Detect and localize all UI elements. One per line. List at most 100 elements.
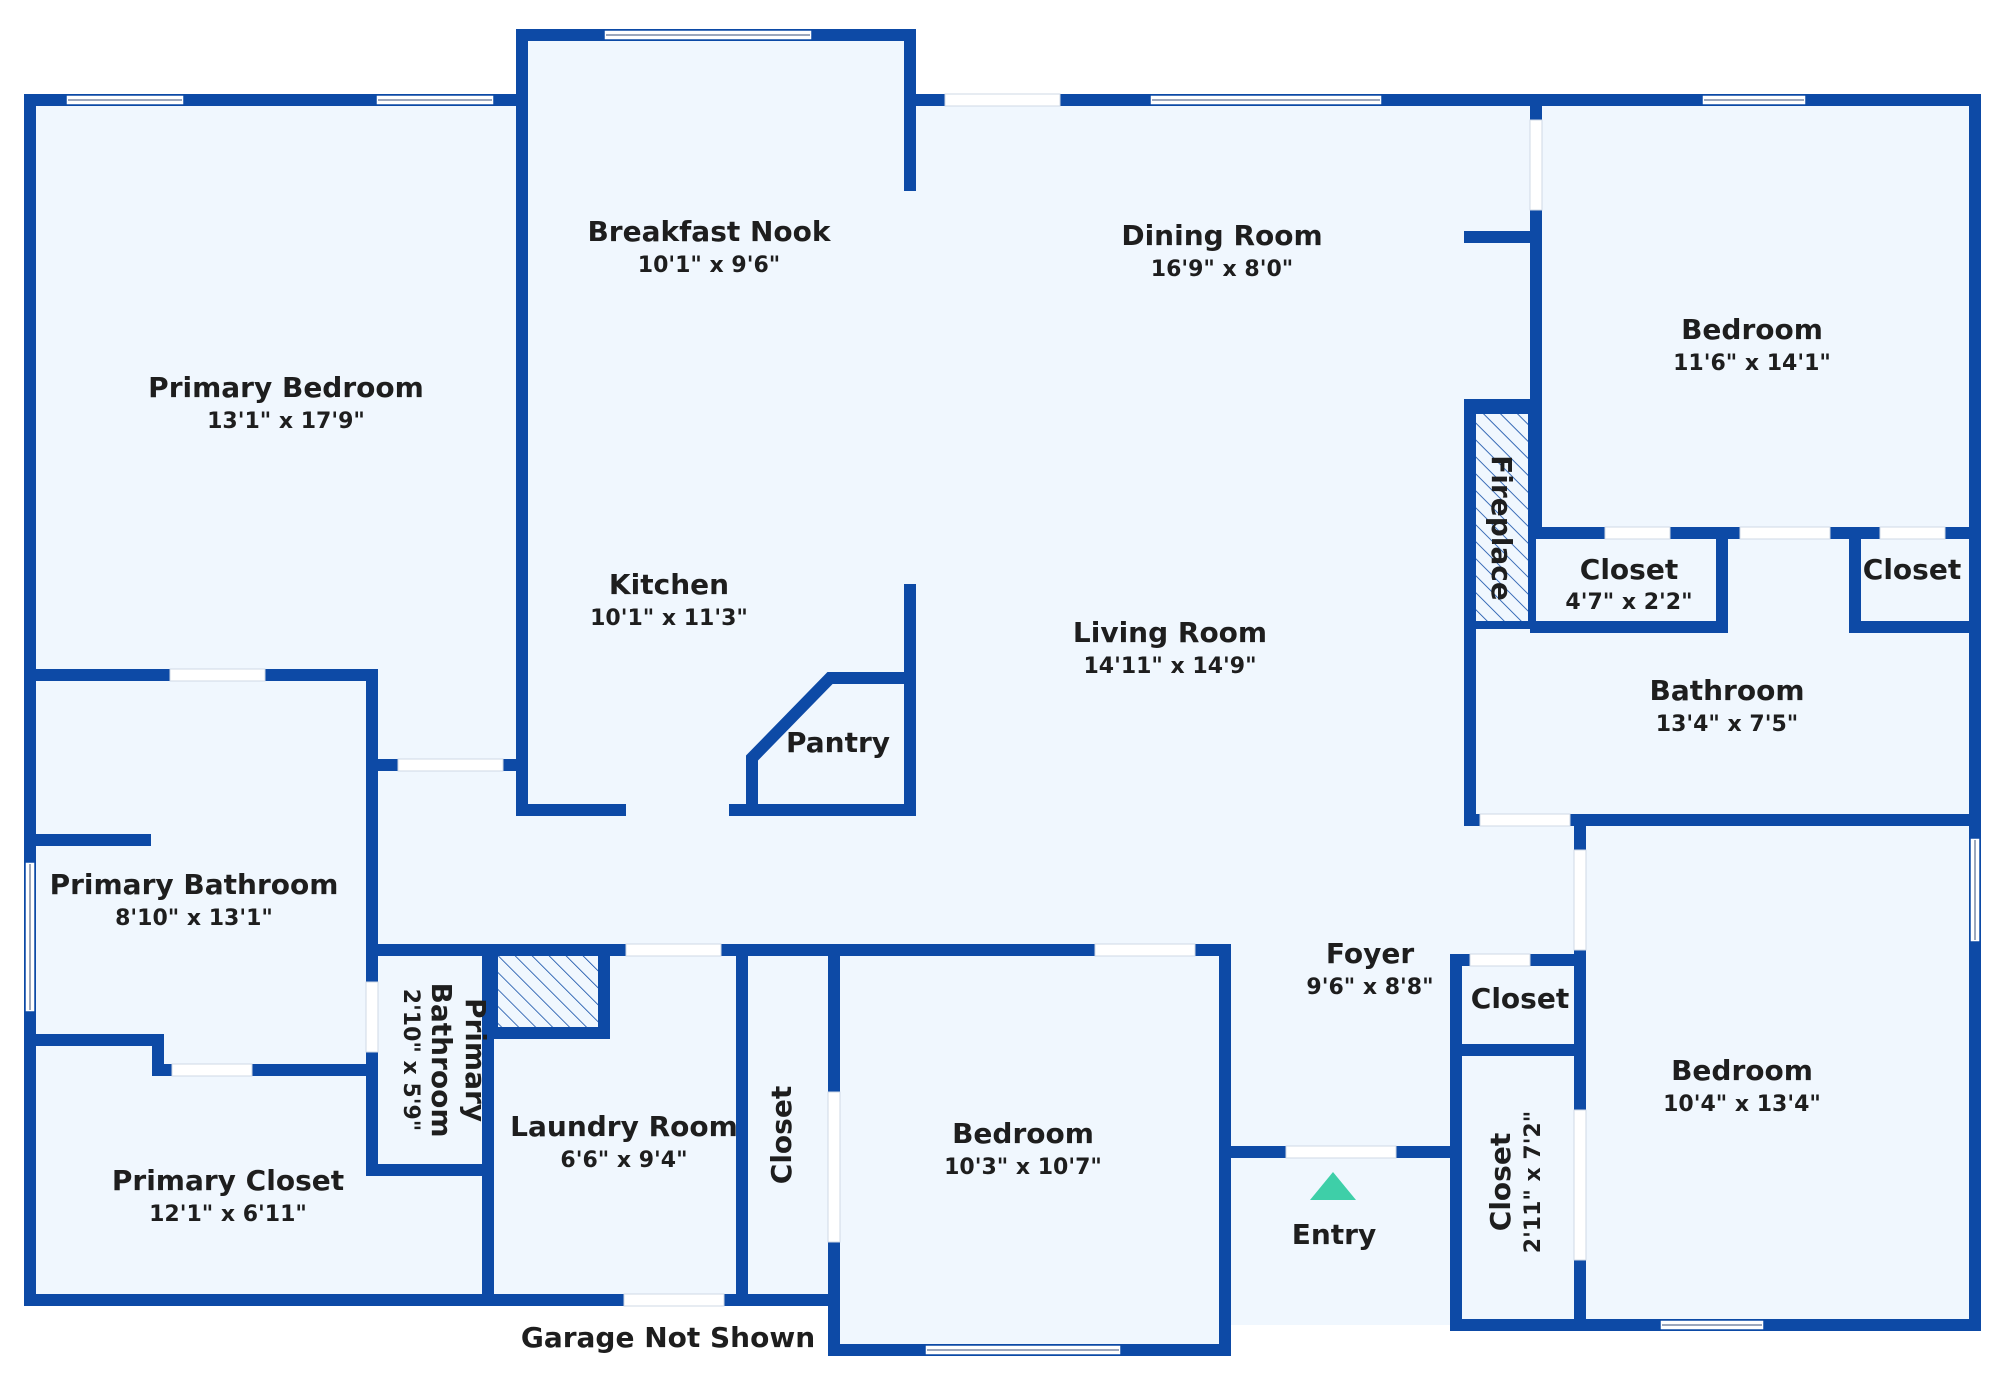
- window: [603, 29, 813, 41]
- room-closet-hall: Closet: [765, 1086, 798, 1184]
- wall-kitchen-stub: [729, 584, 916, 816]
- room-closet-ne-1: Closet 4'7" x 2'2": [1565, 553, 1692, 615]
- room-name: Primary Closet: [112, 1164, 344, 1197]
- wall-closet-ne-1: [1530, 527, 1728, 633]
- door-dining-north: [944, 93, 1061, 107]
- room-closet-se: Closet 2'11" x 7'2": [1484, 1111, 1546, 1253]
- room-bedroom-s: Bedroom 10'3" x 10'7": [944, 1117, 1102, 1180]
- door-bedroom-se: [1573, 849, 1587, 951]
- room-name: Breakfast Nook: [587, 215, 831, 248]
- room-name: Primary Bedroom: [148, 371, 424, 404]
- room-name: Kitchen: [609, 568, 729, 601]
- door-hall-primary: [397, 758, 504, 772]
- room-primary-closet: Primary Closet 12'1" x 6'11": [112, 1164, 344, 1227]
- room-dims: 11'6" x 14'1": [1673, 351, 1831, 376]
- door-laundry: [625, 943, 722, 957]
- wall-laundry-hatch-border: [488, 944, 610, 1039]
- room-dims: 8'10" x 13'1": [115, 906, 273, 931]
- room-dims: 12'1" x 6'11": [149, 1202, 307, 1227]
- room-dims: 13'4" x 7'5": [1656, 712, 1798, 737]
- room-name: Living Room: [1073, 616, 1267, 649]
- room-name: Bedroom: [1681, 313, 1823, 346]
- door-closet-se: [1573, 1109, 1587, 1261]
- room-name: Bedroom: [952, 1117, 1094, 1150]
- room-name: Primary Bathroom: [50, 868, 339, 901]
- room-kitchen: Kitchen 10'1" x 11'3": [590, 568, 748, 631]
- room-name: Dining Room: [1121, 219, 1322, 252]
- room-dims: 13'1" x 17'9": [207, 409, 365, 434]
- room-name: Closet: [1471, 982, 1569, 1015]
- window: [1149, 94, 1383, 106]
- room-breakfast-nook: Breakfast Nook 10'1" x 9'6": [587, 215, 831, 278]
- window: [1659, 1319, 1765, 1331]
- room-foyer: Foyer 9'6" x 8'8": [1306, 937, 1433, 1000]
- room-name: Closet: [765, 1086, 798, 1184]
- door-primary-closet: [171, 1063, 253, 1077]
- room-dining-room: Dining Room 16'9" x 8'0": [1121, 219, 1322, 282]
- room-bedroom-ne: Bedroom 11'6" x 14'1": [1673, 313, 1831, 376]
- room-dims: 4'7" x 2'2": [1565, 590, 1692, 615]
- room-dims: 9'6" x 8'8": [1306, 975, 1433, 1000]
- wall-primary-bath-south: [24, 1034, 378, 1076]
- room-laundry-room: Laundry Room 6'6" x 9'4": [510, 1110, 738, 1173]
- window: [375, 94, 495, 106]
- room-dims: 2'10" x 5'9": [398, 989, 423, 1131]
- room-name: Bedroom: [1671, 1054, 1813, 1087]
- room-dims: 6'6" x 9'4": [560, 1148, 687, 1173]
- window: [1969, 837, 1981, 943]
- window: [1701, 94, 1807, 106]
- door-closet-foyer: [1469, 953, 1531, 967]
- door-bedroom-ne: [1529, 119, 1543, 211]
- room-bathroom: Bathroom 13'4" x 7'5": [1649, 674, 1804, 737]
- room-living-room: Living Room 14'11" x 14'9": [1073, 616, 1267, 679]
- room-primary-bedroom: Primary Bedroom 13'1" x 17'9": [148, 371, 424, 434]
- room-name: Laundry Room: [510, 1110, 738, 1143]
- entry-arrow-icon: [1310, 1172, 1356, 1200]
- window: [65, 94, 185, 106]
- room-closet-foyer: Closet: [1471, 982, 1569, 1015]
- room-dims: 10'1" x 11'3": [590, 606, 748, 631]
- windows: [24, 29, 1981, 1356]
- wall-primary-bed-south: [24, 669, 378, 956]
- window: [924, 1344, 1122, 1356]
- door-openings: [169, 93, 1946, 1307]
- door-bedroom-s: [1094, 943, 1196, 957]
- room-name: Fireplace: [1485, 455, 1518, 601]
- entry-label: Entry: [1292, 1218, 1377, 1251]
- door-closet-ne-2: [1879, 526, 1946, 540]
- room-dims: 2'11" x 7'2": [1521, 1111, 1546, 1253]
- room-name: Pantry: [786, 726, 890, 759]
- door-small-bath: [365, 981, 379, 1053]
- wall-closet-ne-2: [1849, 527, 1981, 633]
- room-primary-bathroom: Primary Bathroom 8'10" x 13'1": [50, 868, 339, 931]
- door-closet-ne-1: [1604, 526, 1671, 540]
- door-entry: [1285, 1145, 1397, 1159]
- door-closet-hall: [827, 1091, 841, 1243]
- room-primary-bathroom-small: Primary Bathroom 2'10" x 5'9": [398, 982, 492, 1137]
- room-name: Closet: [1580, 553, 1678, 586]
- wall-primary-bed-east: [516, 94, 626, 816]
- door-primary-bath: [169, 668, 266, 682]
- garage-note: Garage Not Shown: [521, 1321, 815, 1354]
- wall-pantry: [746, 672, 916, 816]
- room-name: Foyer: [1326, 937, 1414, 970]
- room-bedroom-se: Bedroom 10'4" x 13'4": [1663, 1054, 1821, 1117]
- room-closet-ne-2: Closet: [1863, 553, 1961, 586]
- room-name-line2: Bathroom: [425, 982, 458, 1137]
- laundry-hatch: [490, 946, 608, 1037]
- door-bath-north: [1739, 526, 1831, 540]
- room-name: Closet: [1863, 553, 1961, 586]
- room-dims: 14'11" x 14'9": [1083, 654, 1256, 679]
- door-bath-south: [1479, 813, 1571, 827]
- room-name: Bathroom: [1649, 674, 1804, 707]
- room-fireplace: Fireplace: [1485, 455, 1518, 601]
- room-pantry: Pantry: [786, 726, 890, 759]
- room-dims: 10'4" x 13'4": [1663, 1092, 1821, 1117]
- room-name-line1: Primary: [459, 998, 492, 1122]
- room-dims: 16'9" x 8'0": [1151, 257, 1293, 282]
- room-dims: 10'1" x 9'6": [638, 253, 780, 278]
- room-labels: Primary Bedroom 13'1" x 17'9" Breakfast …: [50, 215, 1962, 1354]
- door-laundry-garage: [623, 1293, 725, 1307]
- window: [24, 861, 36, 1013]
